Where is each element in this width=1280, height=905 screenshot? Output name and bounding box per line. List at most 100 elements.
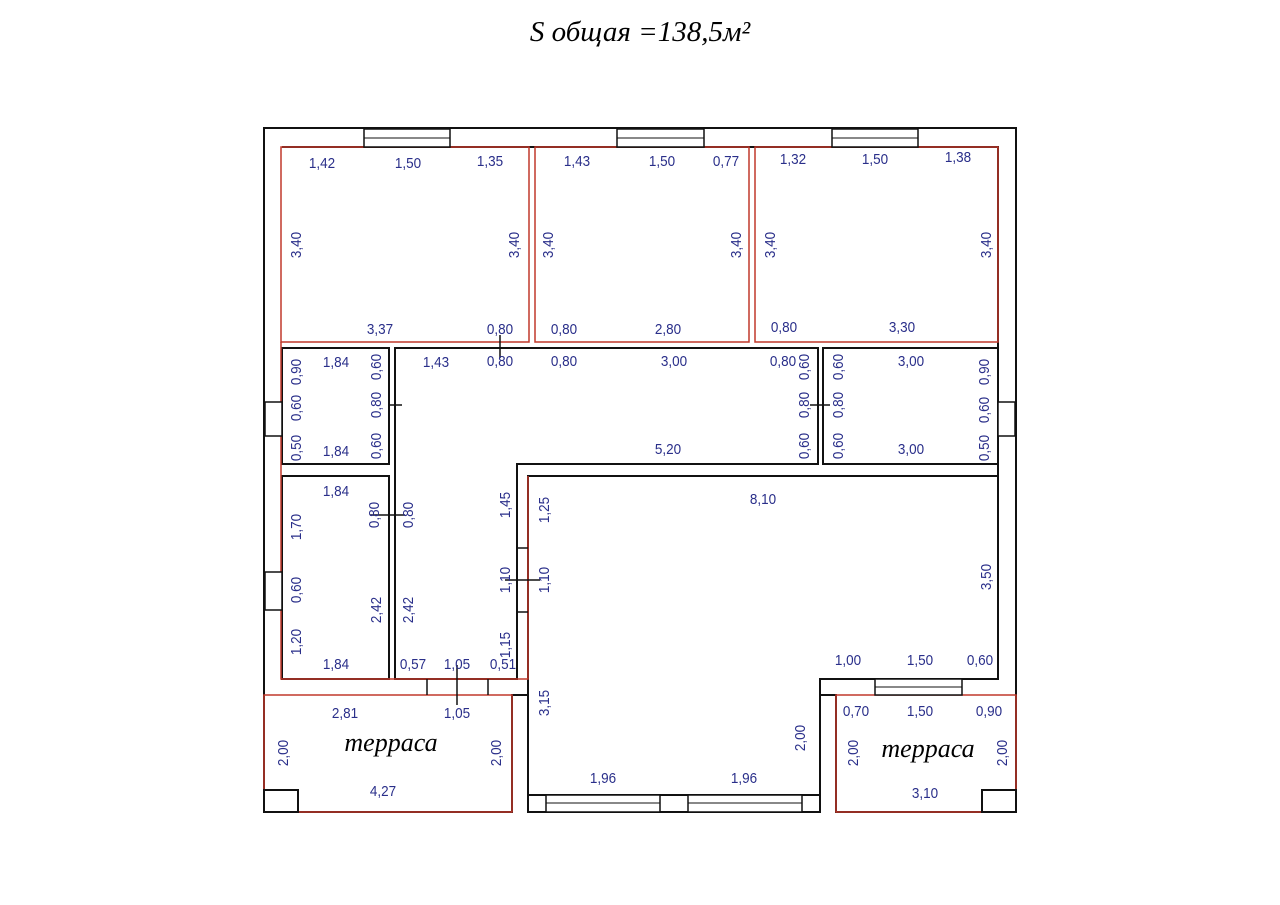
dimension-label-living: 3,50 (978, 564, 995, 590)
dimension-label-bath-left: 0,50 (288, 435, 305, 461)
dimension-label-living: 0,60 (967, 652, 993, 669)
dimension-label-room-top-right: 1,50 (862, 151, 888, 168)
dimension-label-bath-right: 0,60 (830, 354, 847, 380)
column-left (263, 789, 299, 813)
dimension-label-bath-left: 0,80 (368, 392, 385, 418)
dimension-label-corridor: 0,80 (770, 353, 796, 370)
dimension-label-corridor: 1,45 (497, 492, 514, 518)
dimension-label-bath-right: 0,60 (796, 433, 813, 459)
doors (370, 335, 830, 705)
dimension-label-bath-right: 0,60 (830, 433, 847, 459)
dimension-label-room-top-left: 3,37 (367, 321, 393, 338)
corridor (394, 347, 819, 680)
dimension-label-living: 8,10 (750, 491, 776, 508)
dimension-label-terrace-left: 1,05 (444, 705, 470, 722)
dimension-label-terrace-right: 2,00 (994, 740, 1011, 766)
dimension-label-terrace-left: 2,00 (488, 740, 505, 766)
dimension-label-room-mid-left: 0,60 (288, 577, 305, 603)
dimension-label-corridor: 3,00 (661, 353, 687, 370)
dimension-label-living: 1,25 (536, 497, 553, 523)
dimension-label-room-top-left: 3,40 (288, 232, 305, 258)
dimension-label-terrace-left: 2,00 (275, 740, 292, 766)
dimension-label-room-top-left: 0,80 (487, 321, 513, 338)
dimension-label-living: 1,96 (590, 770, 616, 787)
dimension-label-bath-right: 3,00 (898, 441, 924, 458)
dimension-label-bath-left: 0,60 (368, 433, 385, 459)
dimension-label-bath-left: 0,90 (288, 359, 305, 385)
dimension-label-room-top-right: 1,32 (780, 151, 806, 168)
dimension-label-bath-right: 0,60 (976, 397, 993, 423)
plan-title: S общая =138,5м² (529, 16, 751, 48)
dimension-label-corridor: 1,05 (444, 656, 470, 673)
dimension-label-room-top-right: 3,30 (889, 319, 915, 336)
dimension-label-room-top-middle: 2,80 (655, 321, 681, 338)
terrace-label-left: терраса (344, 728, 437, 757)
dimension-label-room-mid-left: 2,42 (368, 597, 385, 623)
dimension-label-bath-left: 1,84 (323, 443, 349, 460)
outline-left (280, 342, 529, 680)
dimension-label-living: 1,00 (835, 652, 861, 669)
dimension-label-corridor: 0,80 (400, 502, 417, 528)
dimension-label-room-top-right: 1,38 (945, 149, 971, 166)
dimension-label-terrace-right: 0,90 (976, 703, 1002, 720)
terrace-left (263, 694, 513, 813)
dimension-label-living: 1,96 (731, 770, 757, 787)
dimension-label-room-mid-left: 1,70 (288, 514, 305, 540)
dimension-label-corridor: 1,10 (497, 567, 514, 593)
dimension-label-room-top-middle: 0,80 (551, 321, 577, 338)
room-top-right (754, 146, 999, 343)
dimension-label-corridor: 2,42 (400, 597, 417, 623)
dimension-label-bath-right: 0,60 (796, 354, 813, 380)
dimension-label-room-mid-left: 0,80 (366, 502, 383, 528)
dimension-label-room-top-middle: 3,40 (728, 232, 745, 258)
dimension-label-room-top-middle: 0,77 (713, 153, 739, 170)
dimension-label-corridor: 1,43 (423, 354, 449, 371)
outer-wall (263, 127, 1017, 813)
dimension-label-terrace-right: 2,00 (845, 740, 862, 766)
dimension-label-terrace-right: 3,10 (912, 785, 938, 802)
dimension-label-bath-left: 0,60 (368, 354, 385, 380)
dimension-label-living: 2,00 (792, 725, 809, 751)
dimension-label-room-top-left: 1,35 (477, 153, 503, 170)
dimension-label-room-top-right: 0,80 (771, 319, 797, 336)
windows (264, 128, 1016, 813)
dimension-label-living: 1,10 (536, 567, 553, 593)
dimension-label-bath-right: 0,50 (976, 435, 993, 461)
dimension-label-room-mid-left: 1,84 (323, 483, 349, 500)
dimension-label-bath-right: 0,80 (796, 392, 813, 418)
dimension-label-terrace-right: 1,50 (907, 703, 933, 720)
dimension-label-bath-left: 1,84 (323, 354, 349, 371)
dimension-label-corridor: 0,57 (400, 656, 426, 673)
dimension-label-room-mid-left: 1,20 (288, 629, 305, 655)
window (264, 401, 283, 437)
dimension-label-room-top-left: 1,42 (309, 155, 335, 172)
dimension-label-bath-right: 3,00 (898, 353, 924, 370)
dimension-label-terrace-left: 2,81 (332, 705, 358, 722)
room-top-middle (534, 146, 750, 343)
terrace-label-right: терраса (881, 734, 974, 763)
dimension-label-corridor: 0,51 (490, 656, 516, 673)
dimension-label-corridor: 0,80 (551, 353, 577, 370)
dimension-label-room-mid-left: 1,84 (323, 656, 349, 673)
dimension-label-living: 3,15 (536, 690, 553, 716)
dimension-label-room-top-middle: 1,43 (564, 153, 590, 170)
dimension-label-living: 1,50 (907, 652, 933, 669)
window (997, 401, 1016, 437)
column-right (981, 789, 1017, 813)
dimension-label-room-top-middle: 1,50 (649, 153, 675, 170)
window (264, 571, 283, 611)
dimension-label-corridor: 5,20 (655, 441, 681, 458)
dimension-label-terrace-right: 0,70 (843, 703, 869, 720)
dimension-label-room-top-middle: 3,40 (540, 232, 557, 258)
dimension-label-room-top-right: 3,40 (762, 232, 779, 258)
room-top-left (280, 146, 530, 343)
dimension-label-bath-right: 0,90 (976, 359, 993, 385)
dimension-label-terrace-left: 4,27 (370, 783, 396, 800)
dimension-label-corridor: 0,80 (487, 353, 513, 370)
dimension-label-room-top-left: 3,40 (506, 232, 523, 258)
living-room (527, 475, 999, 796)
dimension-label-corridor: 1,15 (497, 632, 514, 658)
dimension-label-bath-right: 0,80 (830, 392, 847, 418)
dimension-label-room-top-left: 1,50 (395, 155, 421, 172)
